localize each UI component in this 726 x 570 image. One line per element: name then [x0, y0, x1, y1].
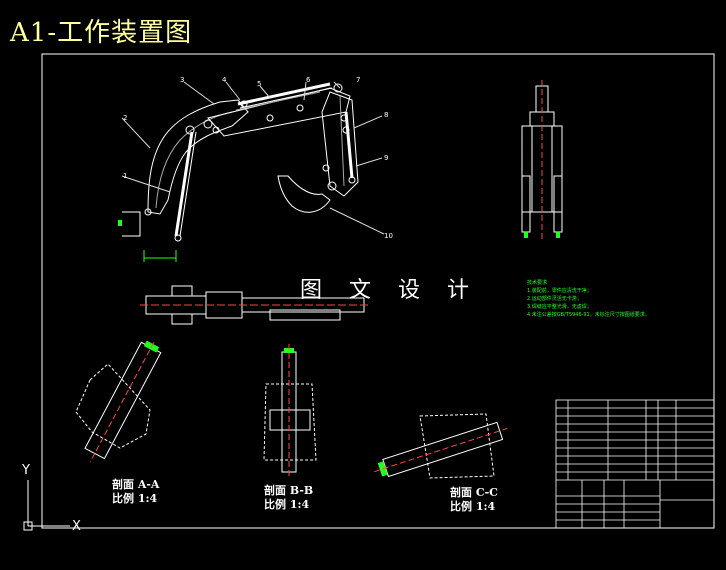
notes-line: 4.未注公差按GB/T5946-91，未标注尺寸按图纸要求。 — [527, 312, 650, 318]
part-number-10: 10 — [384, 232, 393, 240]
notes-line: 3.焊缝应平整光滑，无虚焊； — [527, 304, 592, 310]
notes-line: 1.装配前，零件应清洗干净； — [527, 288, 592, 294]
notes-heading: 技术要求 — [527, 280, 548, 286]
side-view — [521, 80, 563, 240]
section-c-c-view — [374, 413, 508, 479]
section-a-a-scale: 比例 1:4 — [112, 492, 158, 505]
part-number-7: 7 — [356, 76, 360, 84]
drawing-title: A1-工作装置图 — [10, 18, 193, 48]
section-c-c-scale: 比例 1:4 — [450, 500, 496, 513]
main-assembly-view — [118, 81, 385, 262]
section-a-a-view — [75, 340, 162, 463]
section-c-c-caption: 剖面 C-C 比例 1:4 — [450, 486, 498, 514]
section-a-a-caption: 剖面 A-A 比例 1:4 — [112, 478, 159, 506]
notes-line: 2.运动部件灵活无卡滞； — [527, 296, 582, 302]
top-view — [140, 285, 370, 325]
ucs-y-label: Y — [21, 463, 30, 478]
section-b-b-caption: 剖面 B-B 比例 1:4 — [264, 484, 313, 512]
stick-outline — [321, 91, 359, 197]
part-number-5: 5 — [257, 80, 261, 88]
section-c-c-name: 剖面 C-C — [450, 486, 498, 499]
part-number-9: 9 — [384, 154, 388, 162]
watermark-text: 图 文 设 计 — [300, 278, 479, 303]
bucket-outline — [277, 175, 331, 213]
part-number-4: 4 — [222, 76, 227, 84]
section-a-a-name: 剖面 A-A — [112, 478, 160, 491]
section-b-b-view — [263, 344, 317, 478]
part-number-3: 3 — [180, 76, 184, 84]
title-block-table — [555, 399, 715, 529]
part-number-6: 6 — [306, 76, 311, 84]
part-number-2: 2 — [123, 114, 127, 122]
section-b-b-name: 剖面 B-B — [264, 484, 314, 497]
ucs-x-label: X — [72, 519, 81, 534]
drawing-border — [41, 53, 715, 529]
technical-notes: 技术要求 1.装配前，零件应清洗干净； 2.运动部件灵活无卡滞； 3.焊缝应平整… — [527, 279, 687, 319]
part-number-1: 1 — [123, 172, 127, 180]
ucs-icon — [23, 480, 70, 531]
section-b-b-scale: 比例 1:4 — [264, 498, 310, 511]
part-number-8: 8 — [384, 111, 388, 119]
boom-outline — [147, 99, 249, 215]
